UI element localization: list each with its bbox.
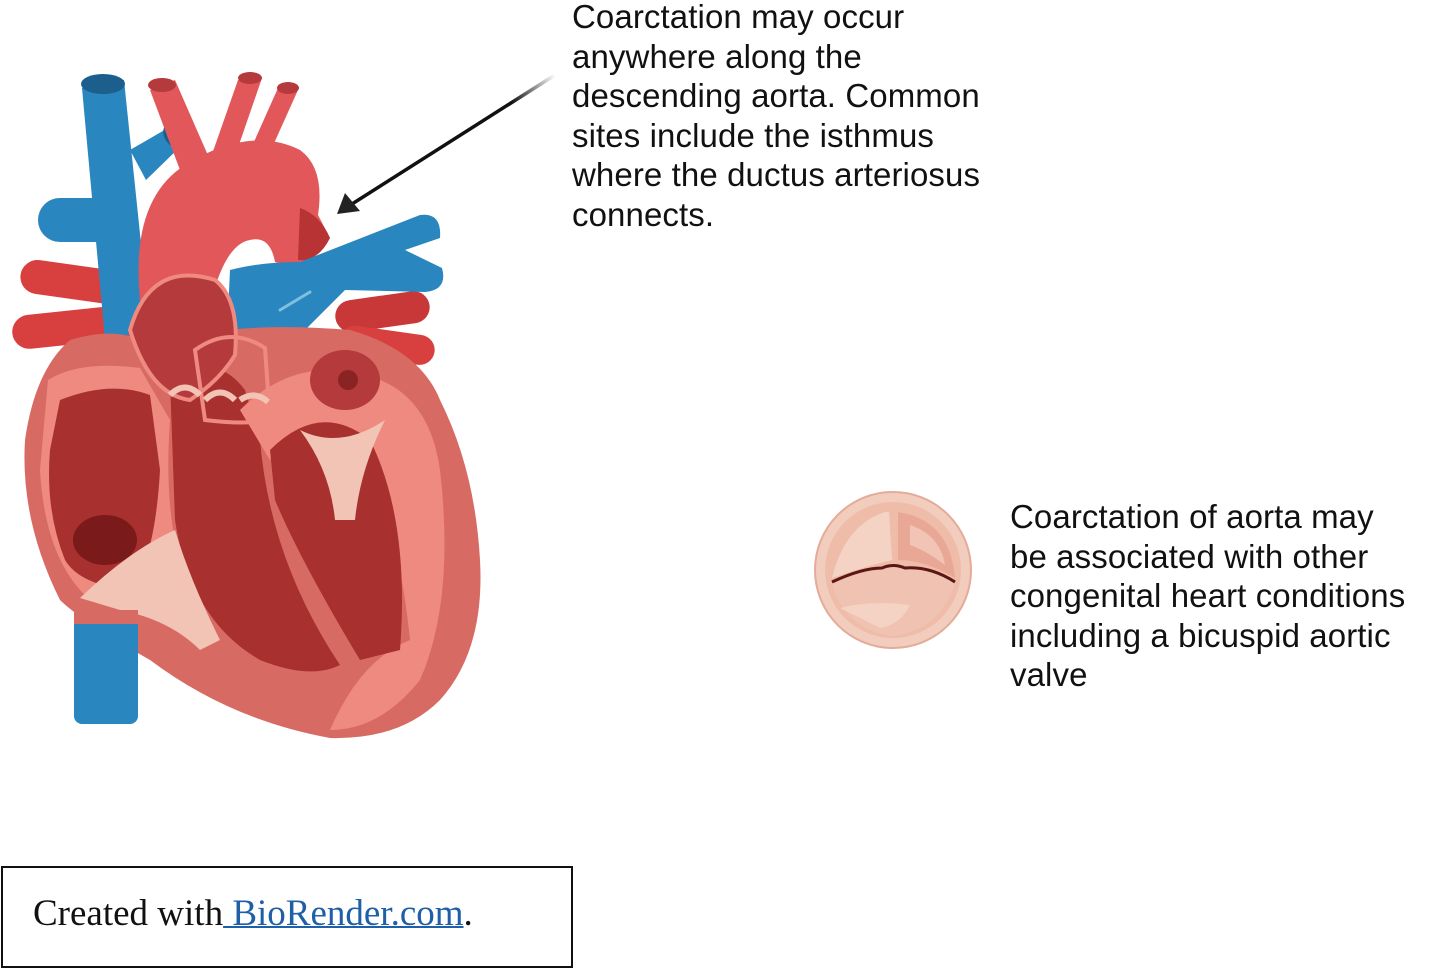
credit-suffix: . [463, 893, 473, 934]
heart-illustration [12, 72, 481, 739]
credit-box: Created with BioRender.com. [1, 866, 573, 968]
inferior-vena-cava [74, 616, 138, 724]
heart-body [24, 273, 481, 739]
annotation-bicuspid-valve: Coarctation of aorta may be associated w… [1010, 498, 1406, 693]
annotation-coarctation-sites: Coarctation may occur anywhere along the… [572, 0, 981, 233]
credit-text: Created with BioRender.com. [33, 892, 473, 935]
credit-prefix: Created with [33, 893, 224, 934]
biorender-link[interactable]: BioRender.com [223, 893, 464, 934]
pointer-arrow [337, 73, 556, 214]
